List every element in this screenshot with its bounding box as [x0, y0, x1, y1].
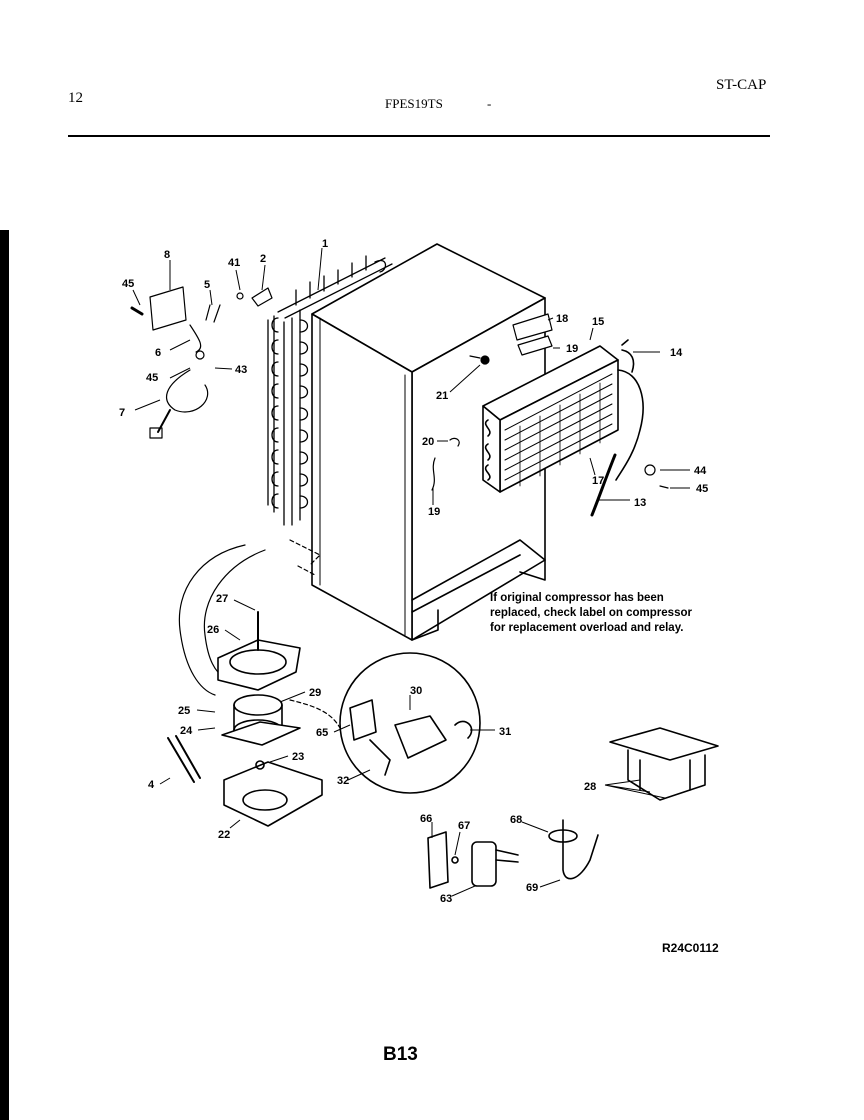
- callout-63: 63: [440, 893, 452, 905]
- page-number: 12: [68, 90, 83, 106]
- callout-4: 4: [148, 779, 155, 791]
- scan-edge-bar: [0, 230, 9, 1120]
- callout-27: 27: [216, 593, 228, 605]
- callout-65: 65: [316, 727, 328, 739]
- callout-19-upper: 19: [566, 343, 578, 355]
- callout-1: 1: [322, 238, 328, 250]
- note-line-3: for replacement overload and relay.: [490, 622, 684, 634]
- callout-25: 25: [178, 705, 190, 717]
- callout-22: 22: [218, 829, 230, 841]
- section-code: ST-CAP: [716, 77, 767, 93]
- callout-13: 13: [634, 497, 646, 509]
- evaporator-drawing: [482, 339, 644, 517]
- callout-21: 21: [436, 390, 448, 402]
- callout-31: 31: [499, 726, 511, 738]
- callout-44: 44: [694, 465, 707, 477]
- callout-24: 24: [180, 725, 193, 737]
- compressor-drawing: [167, 611, 323, 827]
- callout-69: 69: [526, 882, 538, 894]
- callout-15: 15: [592, 316, 604, 328]
- callout-2: 2: [260, 253, 266, 265]
- callout-67: 67: [458, 820, 470, 832]
- cabinet-drawing: [311, 243, 546, 641]
- callout-labels: 1 2 4 5 6 7 8 13 14 15 17 18 19 19 20 21…: [119, 238, 708, 905]
- header-rule: [68, 135, 770, 137]
- callout-45-right: 45: [696, 483, 708, 495]
- callout-68: 68: [510, 814, 522, 826]
- callout-32: 32: [337, 775, 349, 787]
- model-number: FPES19TS: [385, 96, 443, 111]
- callout-8: 8: [164, 249, 170, 261]
- leader-lines: [132, 247, 690, 897]
- callout-26: 26: [207, 624, 219, 636]
- callout-29: 29: [309, 687, 321, 699]
- callout-5: 5: [204, 279, 210, 291]
- header-dash: -: [487, 96, 492, 111]
- relay-detail-drawing: [339, 652, 481, 794]
- callout-45-left: 45: [146, 372, 158, 384]
- callout-30: 30: [410, 685, 422, 697]
- note-line-2: replaced, check label on compressor: [490, 607, 692, 619]
- callout-17: 17: [592, 475, 604, 487]
- drawing-code: R24C0112: [662, 941, 719, 955]
- callout-18: 18: [556, 313, 568, 325]
- callout-41: 41: [228, 257, 240, 269]
- callout-19-lower: 19: [428, 506, 440, 518]
- callout-7: 7: [119, 407, 125, 419]
- callout-28: 28: [584, 781, 596, 793]
- condenser-coil-drawing: [267, 255, 393, 526]
- page-label: B13: [383, 1044, 418, 1065]
- callout-43: 43: [235, 364, 247, 376]
- callout-23: 23: [292, 751, 304, 763]
- callout-45-left-top: 45: [122, 278, 134, 290]
- small-parts-drawing: [130, 286, 669, 491]
- arrow-drawing: [178, 539, 341, 729]
- callout-20: 20: [422, 436, 434, 448]
- compressor-note: If original compressor has been replaced…: [490, 591, 692, 636]
- callout-14: 14: [670, 347, 683, 359]
- note-line-1: If original compressor has been: [490, 592, 664, 604]
- lower-parts-drawing: [427, 727, 719, 889]
- callout-6: 6: [155, 347, 161, 359]
- callout-66: 66: [420, 813, 432, 825]
